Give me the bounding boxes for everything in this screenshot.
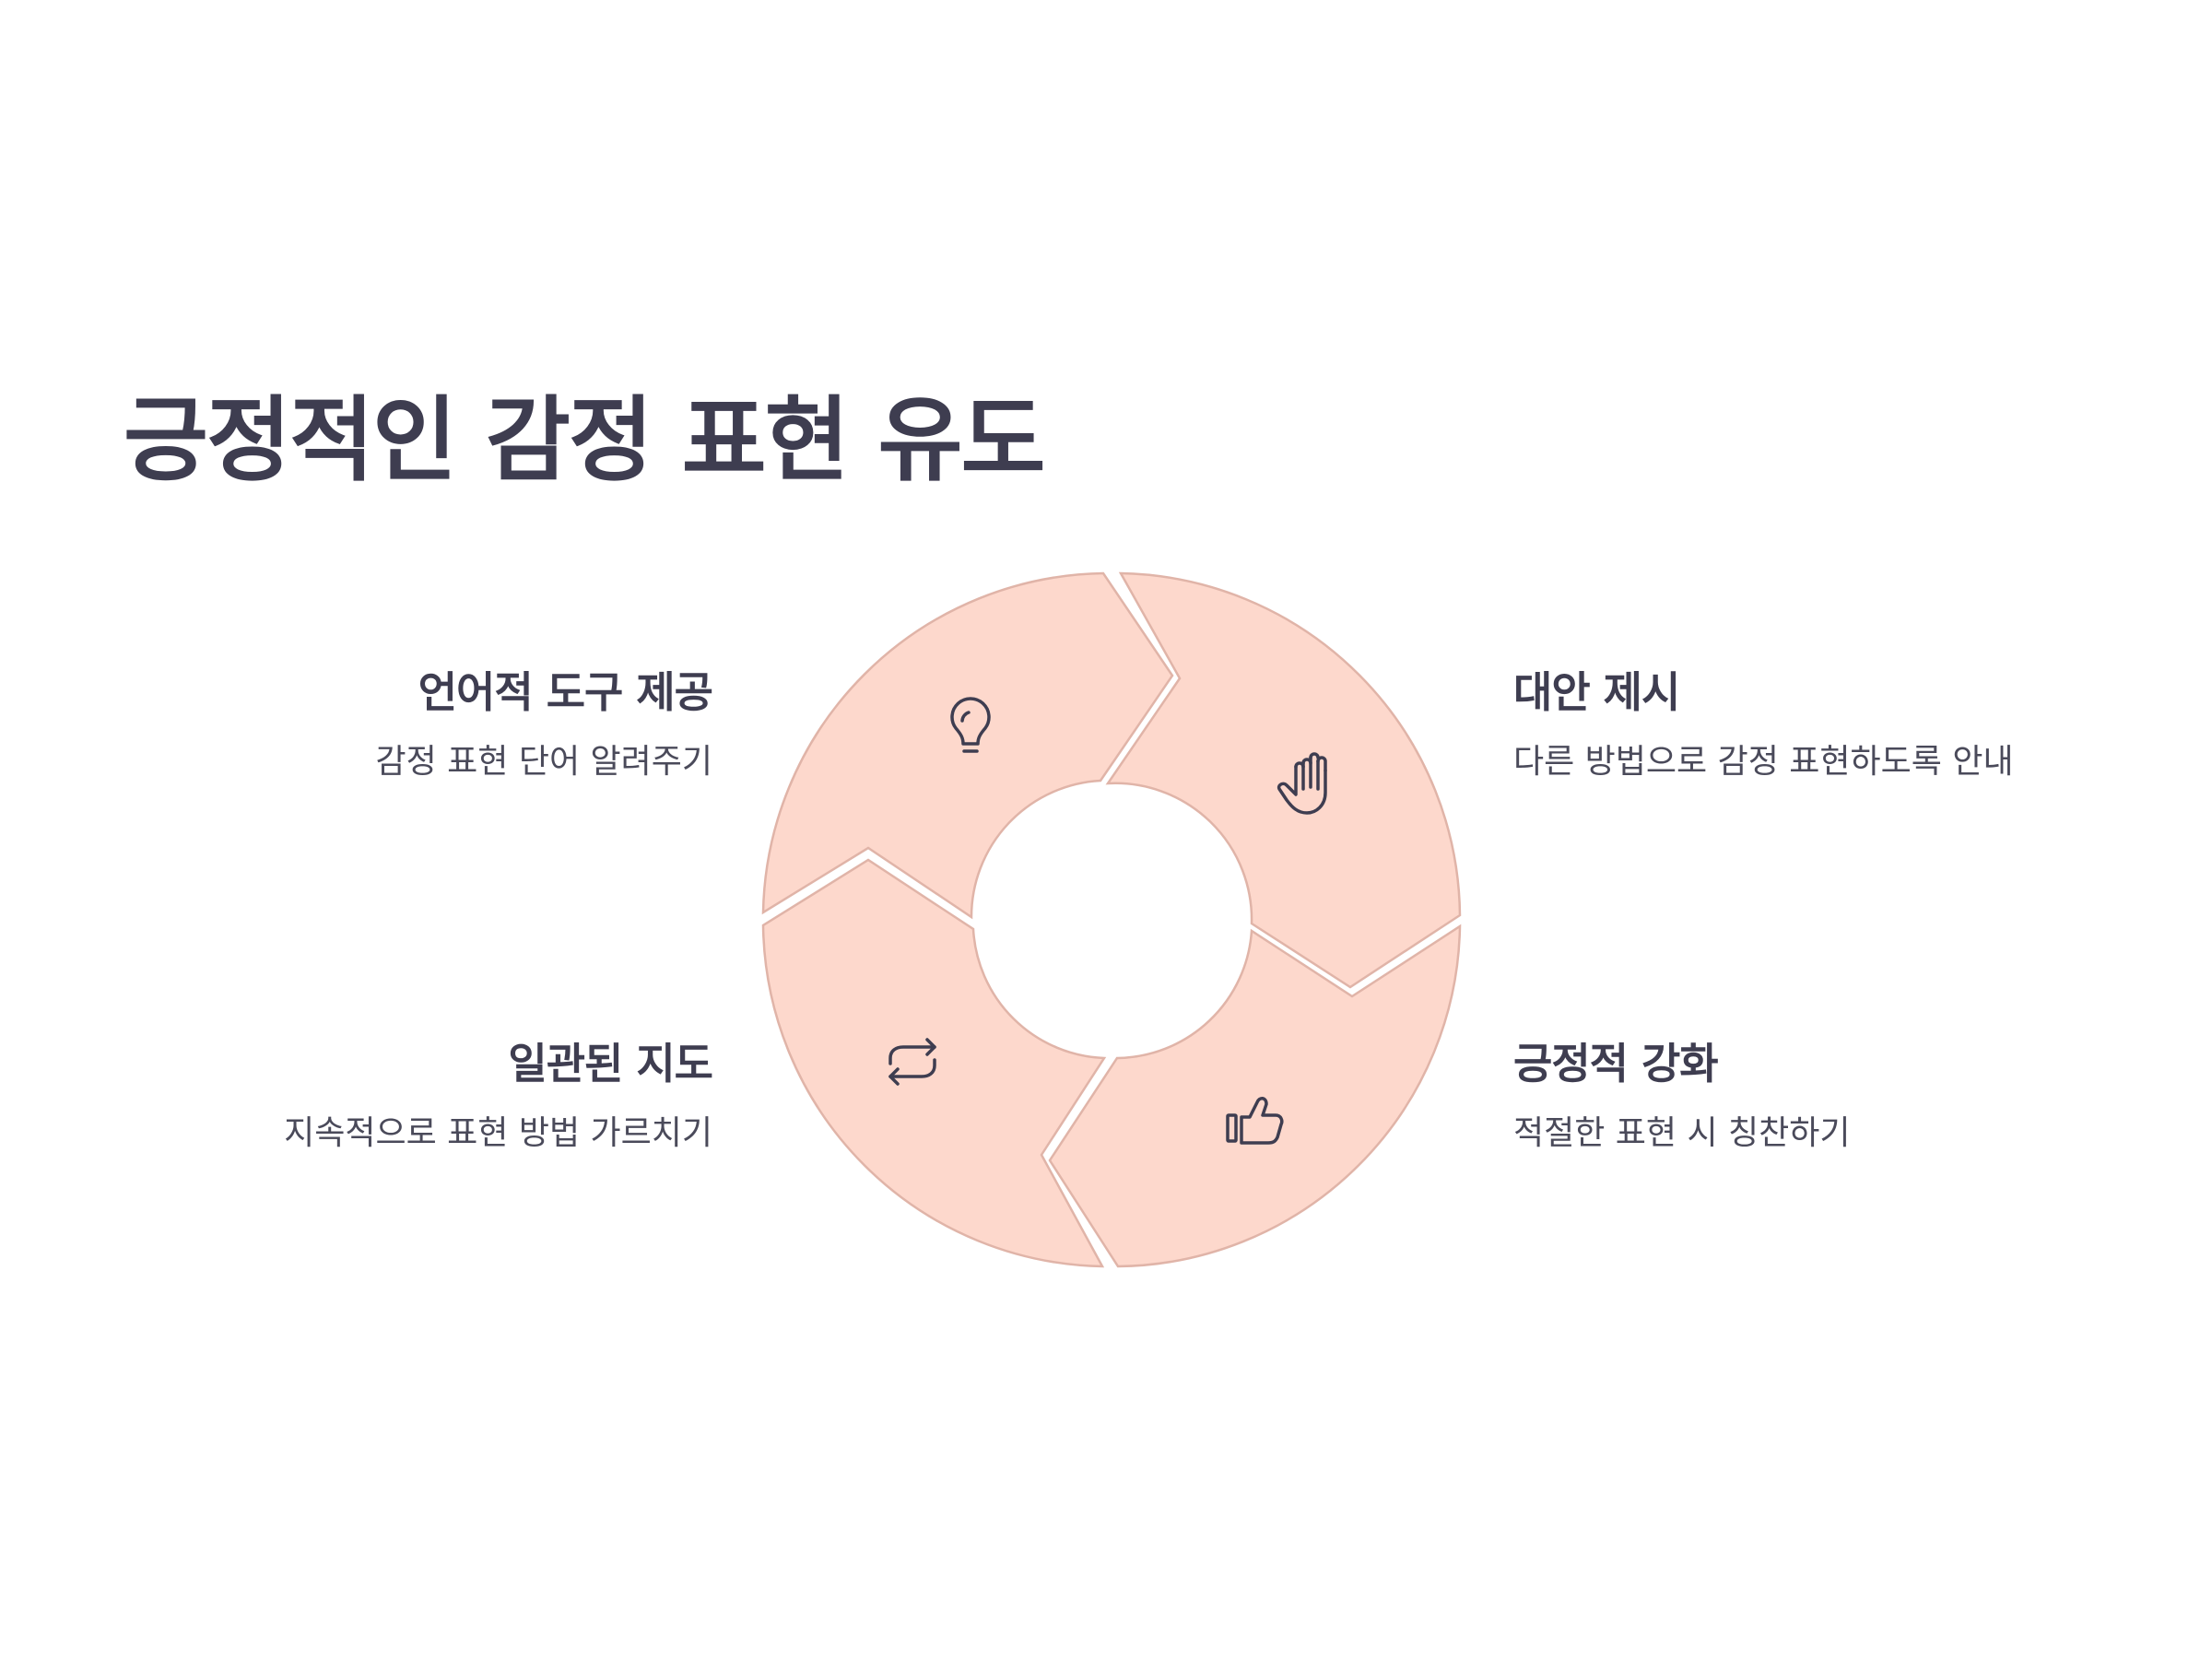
cycle-segment-top-right	[1105, 571, 1462, 989]
step-title: 일관된 지도	[508, 1039, 713, 1088]
step-description: 적절한 표현 시 칭찬하기	[1513, 1114, 1851, 1153]
step-description: 지속적으로 표현 방법 가르치기	[284, 1114, 712, 1153]
step-label-bottom-right: 긍정적 강화 적절한 표현 시 칭찬하기	[1513, 1039, 2159, 1153]
segment-shape-top-right	[1105, 571, 1462, 989]
cycle-segment-bottom-right	[1048, 924, 1462, 1268]
thumbs-up-icon	[1226, 1097, 1284, 1145]
step-title: 언어적 도구 제공	[418, 667, 713, 717]
segment-shape-bottom-right	[1048, 924, 1462, 1268]
step-description: 다른 방법으로 감정 표현하도록 안내	[1513, 743, 2014, 782]
raised-hand-icon	[1277, 752, 1327, 815]
step-title: 대안 제시	[1513, 667, 1680, 717]
step-title: 긍정적 강화	[1513, 1039, 1719, 1088]
step-label-top-right: 대안 제시 다른 방법으로 감정 표현하도록 안내	[1513, 667, 2159, 782]
step-label-bottom-left: 일관된 지도 지속적으로 표현 방법 가르치기	[67, 1039, 713, 1153]
repeat-icon	[888, 1038, 936, 1086]
step-description: 감정 표현 단어 알려주기	[375, 743, 712, 782]
lightbulb-icon	[950, 697, 991, 753]
page-title: 긍정적인 감정 표현 유도	[124, 386, 1045, 494]
step-label-top-left: 언어적 도구 제공 감정 표현 단어 알려주기	[67, 667, 713, 782]
